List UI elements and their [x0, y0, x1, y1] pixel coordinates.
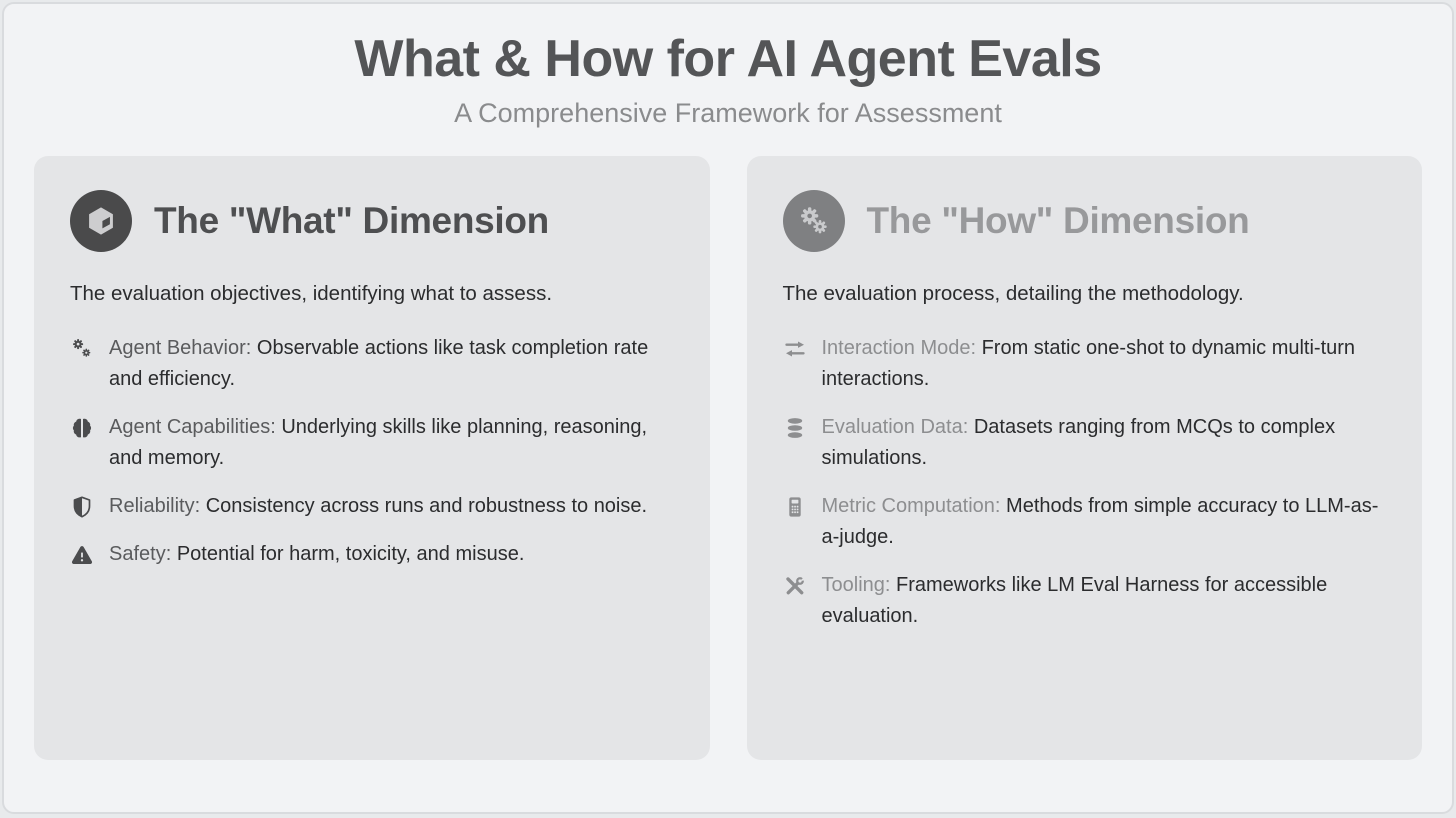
how-dimension-card: The "How" Dimension The evaluation proce…: [746, 156, 1422, 761]
item-text: Evaluation Data: Datasets ranging from M…: [822, 412, 1387, 474]
cards-row: The "What" Dimension The evaluation obje…: [34, 156, 1422, 761]
list-item: Evaluation Data: Datasets ranging from M…: [783, 412, 1387, 474]
item-text: Reliability: Consistency across runs and…: [109, 491, 647, 522]
item-text: Safety: Potential for harm, toxicity, an…: [109, 539, 524, 570]
item-body: From static one-shot to dynamic multi-tu…: [821, 337, 1356, 391]
card-description: The evaluation process, detailing the me…: [782, 282, 1244, 306]
item-body: Frameworks like LM Eval Harness for acce…: [821, 574, 1328, 628]
item-text: Agent Capabilities: Underlying skills li…: [109, 412, 674, 474]
item-body: Datasets ranging from MCQs to complex si…: [821, 416, 1336, 470]
gears-icon: [782, 190, 845, 253]
tools-icon: [783, 574, 807, 598]
list-item: Metric Computation: Methods from simple …: [783, 491, 1387, 553]
item-text: Agent Behavior: Observable actions like …: [109, 333, 674, 395]
item-body: Consistency across runs and robustness t…: [205, 495, 648, 518]
item-label: Evaluation Data:: [821, 416, 969, 439]
page-title: What & How for AI Agent Evals: [354, 30, 1102, 88]
item-list: Agent Behavior: Observable actions like …: [70, 333, 674, 570]
brain-icon: [70, 416, 94, 440]
card-header: The "How" Dimension: [782, 190, 1387, 253]
item-list: Interaction Mode: From static one-shot t…: [783, 333, 1387, 632]
item-label: Tooling:: [821, 574, 891, 597]
database-icon: [783, 416, 807, 440]
header: What & How for AI Agent Evals A Comprehe…: [34, 28, 1422, 129]
item-body: Methods from simple accuracy to LLM-as-a…: [821, 495, 1379, 549]
calculator-icon: [783, 495, 807, 519]
gears-icon: [70, 337, 94, 361]
item-body: Potential for harm, toxicity, and misuse…: [176, 543, 525, 566]
list-item: Safety: Potential for harm, toxicity, an…: [70, 539, 674, 570]
card-description: The evaluation objectives, identifying w…: [70, 282, 553, 306]
item-label: Agent Capabilities:: [109, 416, 276, 439]
item-label: Safety:: [109, 543, 172, 566]
cube-icon: [70, 190, 132, 253]
shield-half-icon: [70, 495, 94, 519]
card-header: The "What" Dimension: [70, 190, 674, 253]
item-label: Agent Behavior:: [109, 337, 252, 360]
item-body: Observable actions like task completion …: [109, 337, 649, 391]
item-text: Tooling: Frameworks like LM Eval Harness…: [822, 570, 1387, 632]
item-text: Interaction Mode: From static one-shot t…: [822, 333, 1387, 395]
card-title: The "What" Dimension: [154, 200, 549, 242]
list-item: Interaction Mode: From static one-shot t…: [783, 333, 1387, 395]
item-label: Reliability:: [109, 495, 201, 518]
list-item: Agent Capabilities: Underlying skills li…: [70, 412, 674, 474]
swap-arrows-icon: [783, 337, 807, 361]
list-item: Tooling: Frameworks like LM Eval Harness…: [783, 570, 1387, 632]
list-item: Agent Behavior: Observable actions like …: [70, 333, 674, 395]
list-item: Reliability: Consistency across runs and…: [70, 491, 674, 522]
page-subtitle: A Comprehensive Framework for Assessment: [454, 98, 1002, 129]
what-dimension-card: The "What" Dimension The evaluation obje…: [34, 156, 710, 761]
item-label: Interaction Mode:: [821, 337, 977, 360]
item-text: Metric Computation: Methods from simple …: [822, 491, 1387, 553]
item-label: Metric Computation:: [821, 495, 1001, 518]
item-body: Underlying skills like planning, reasoni…: [109, 416, 648, 470]
card-title: The "How" Dimension: [866, 200, 1250, 242]
warning-triangle-icon: [70, 543, 94, 567]
